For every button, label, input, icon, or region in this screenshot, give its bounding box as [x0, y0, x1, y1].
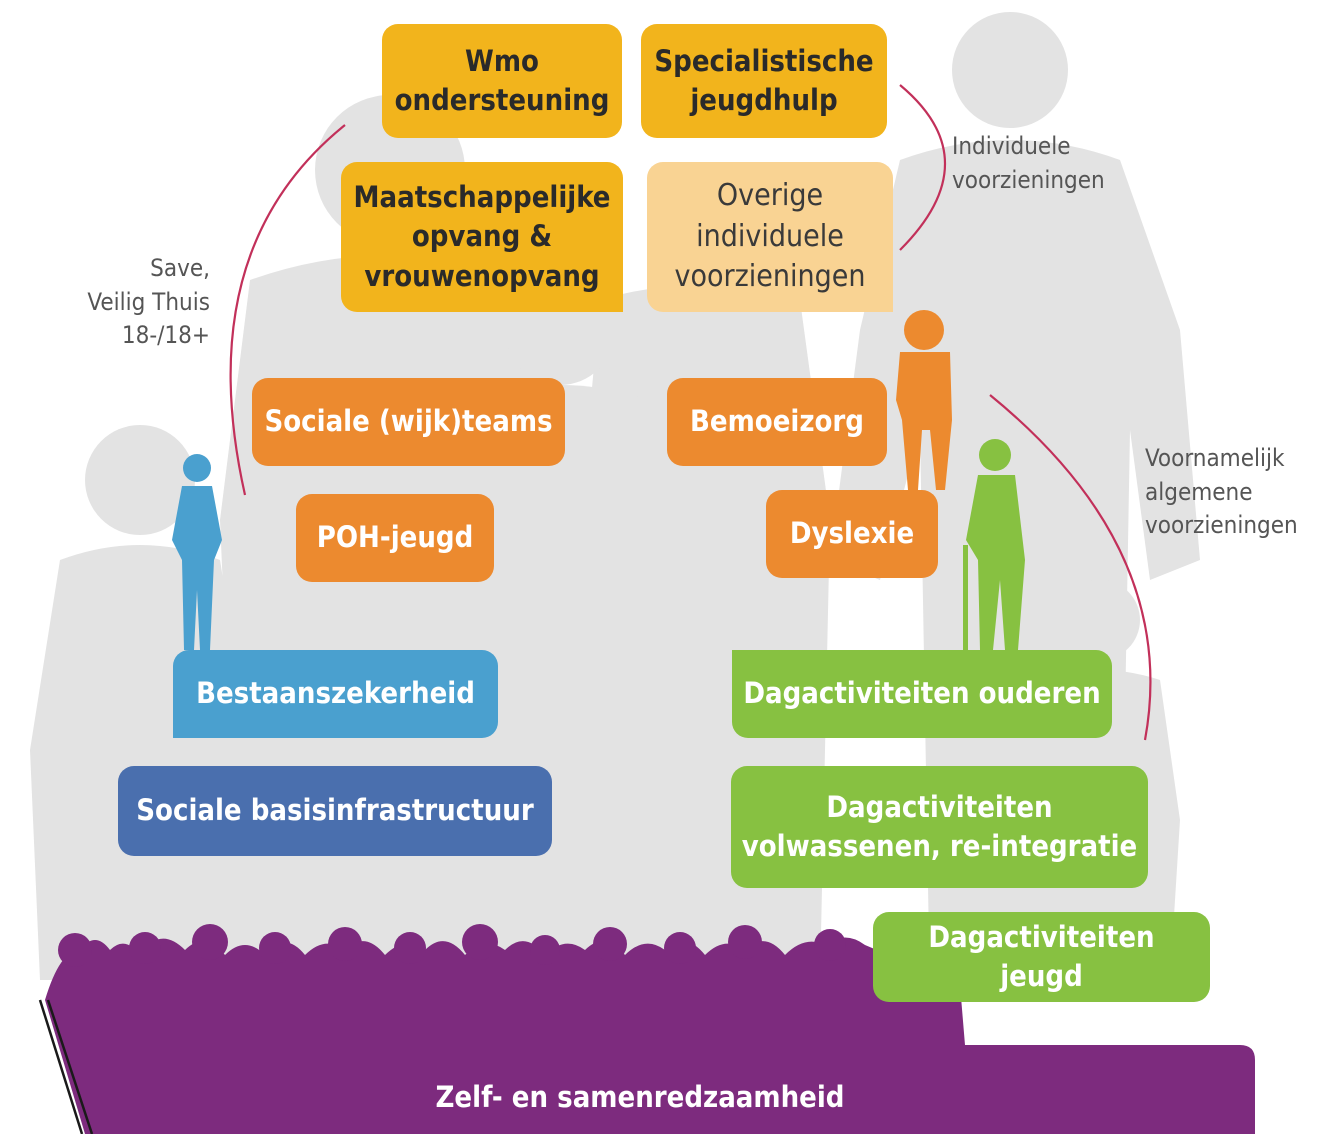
bottom-right-bracket: [989, 394, 1152, 741]
save-veilig-thuis-label: Save, Veilig Thuis 18-/18+: [87, 254, 210, 350]
overige-voorzieningen-box: Overige individuele voorzieningen: [647, 162, 893, 312]
maatschappelijke-opvang-box: Maatschappelijke opvang & vrouwenopvang: [341, 162, 623, 312]
dyslexie-box: Dyslexie: [766, 490, 938, 578]
dagactiviteiten-volwassenen-box: Dagactiviteiten volwassenen, re-integrat…: [731, 766, 1148, 888]
sociale-wijkteams-box: Sociale (wijk)teams: [252, 378, 565, 466]
specialistische-jeugdhulp-box: Specialistische jeugdhulp: [641, 24, 887, 138]
bracket-lines: [229, 84, 1152, 741]
walking-cane-icon: [963, 545, 968, 650]
poh-jeugd-box: POH-jeugd: [296, 494, 494, 582]
wmo-ondersteuning-box: Wmo ondersteuning: [382, 24, 622, 138]
individuele-voorzieningen-label: Individuele voorzieningen: [952, 132, 1105, 194]
voornamelijk-algemene-label: Voornamelijk algemene voorzieningen: [1145, 444, 1298, 540]
left-bracket: [229, 124, 346, 496]
dagactiviteiten-ouderen-box: Dagactiviteiten ouderen: [732, 650, 1112, 738]
dagactiviteiten-jeugd-box: Dagactiviteiten jeugd: [873, 912, 1210, 1002]
sociale-basisinfrastructuur-box: Sociale basisinfrastructuur: [118, 766, 552, 856]
green-elderly-figure: [963, 439, 1025, 650]
zelf-samenredzaamheid-box: Zelf- en samenredzaamheid: [435, 1080, 845, 1115]
orange-child-figure: [896, 310, 952, 490]
bemoeizorg-box: Bemoeizorg: [667, 378, 887, 466]
bestaanszekerheid-box: Bestaanszekerheid: [173, 650, 498, 738]
blue-woman-figure: [172, 454, 222, 650]
crowd-edge-lines: [38, 999, 94, 1134]
top-right-bracket: [899, 84, 946, 251]
